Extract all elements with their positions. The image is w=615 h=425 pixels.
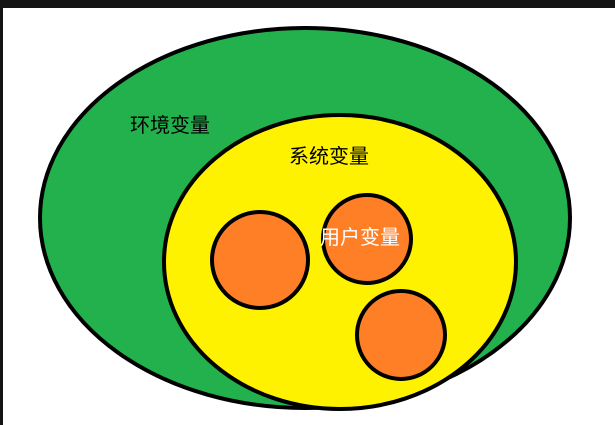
user-variable-circle-left <box>210 210 310 310</box>
environment-variables-label: 环境变量 <box>130 113 210 137</box>
top-border <box>0 0 615 8</box>
user-variable-circle-bottom <box>355 289 447 381</box>
left-border <box>0 0 3 425</box>
user-variable-circle-top <box>321 193 413 285</box>
user-variables-label: 用户变量 <box>320 225 400 249</box>
system-variables-label: 系统变量 <box>289 144 369 168</box>
